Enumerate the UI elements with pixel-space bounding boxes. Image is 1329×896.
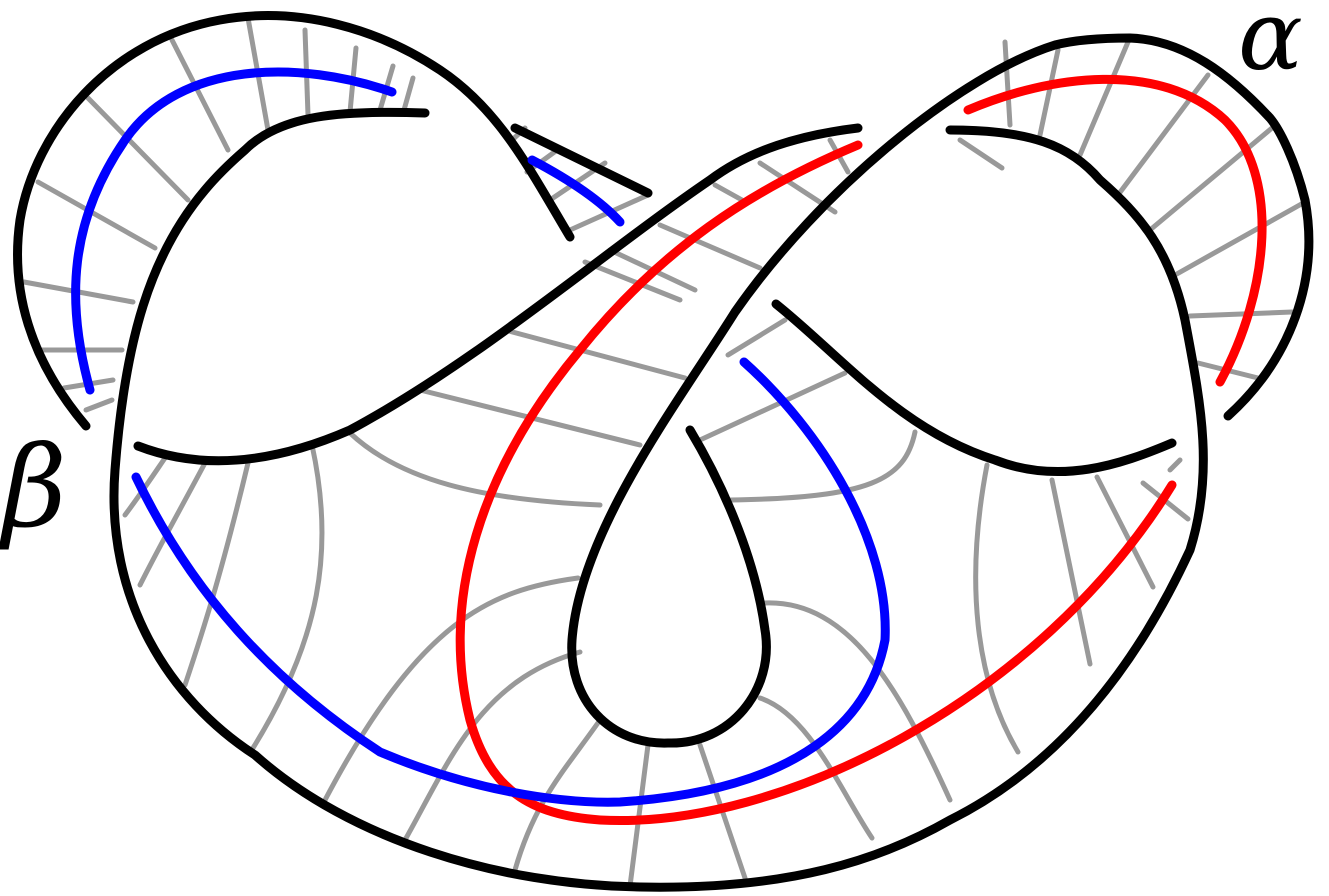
beta-curve-segment	[71, 67, 397, 395]
knot-strand	[13, 11, 575, 431]
ruling-line	[502, 327, 688, 381]
ruling-line	[1002, 39, 1013, 128]
ruling-line	[1172, 199, 1308, 278]
ruling-line	[1049, 477, 1093, 667]
beta-label: β	[2, 423, 67, 553]
knot-strand	[109, 107, 1208, 892]
ruling-line	[725, 317, 788, 358]
ruling-line	[83, 397, 115, 413]
ruling-line	[657, 222, 763, 271]
ruling-line	[627, 742, 651, 889]
alpha-curve	[455, 74, 1267, 826]
beta-curve	[71, 67, 890, 807]
ruling-line	[1037, 47, 1061, 138]
ruling-line	[250, 442, 325, 751]
ruling-line	[401, 75, 416, 113]
beta-curve-segment	[131, 357, 890, 807]
alpha-curve-segment	[455, 140, 1177, 826]
ruling-line	[757, 695, 875, 841]
ruling-line	[712, 182, 745, 203]
alpha-label: α	[1238, 0, 1303, 92]
ruling-line	[582, 259, 683, 303]
alpha-curve-segment	[963, 74, 1267, 387]
ruling-line	[973, 462, 1021, 755]
ruling-line	[1147, 125, 1275, 233]
ruling-line	[727, 429, 918, 503]
knot-strand	[510, 123, 653, 198]
beta-curve-segment	[527, 155, 625, 227]
ruling-line	[169, 37, 231, 153]
knot-strand	[771, 299, 1177, 477]
ruling-line	[1187, 309, 1295, 319]
knot-strand	[133, 123, 863, 466]
ruling-line	[1077, 39, 1131, 158]
ruling-line	[1115, 72, 1211, 198]
ruling-line	[512, 717, 603, 873]
ruling-line	[137, 460, 208, 588]
knot-diagram	[13, 11, 1314, 892]
ruling-line	[322, 575, 581, 803]
ruling-line	[762, 600, 953, 803]
ruling-line	[957, 137, 1005, 171]
ruling-line	[1094, 474, 1156, 590]
ruling-line	[85, 95, 191, 203]
ruling-line	[347, 430, 603, 508]
ruling-line	[1167, 457, 1183, 473]
ruling-line	[35, 179, 158, 251]
knot-strand	[567, 33, 1314, 748]
ruling-line	[697, 370, 848, 443]
surface-ruling-lines	[21, 15, 1308, 889]
